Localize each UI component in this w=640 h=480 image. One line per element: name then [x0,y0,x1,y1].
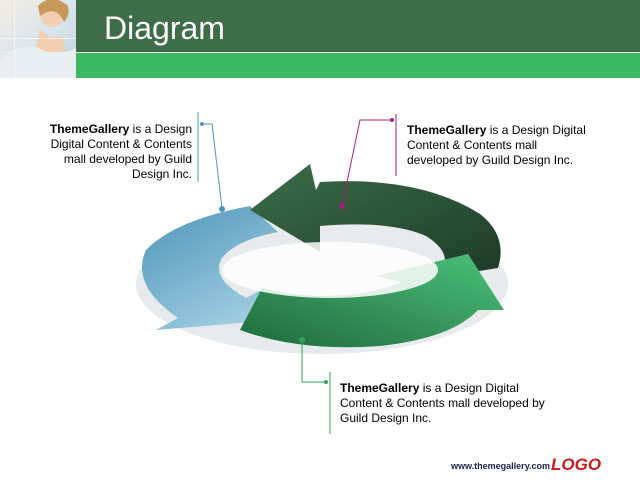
footer-logo: LOGO [551,455,602,474]
connector-right [339,114,397,209]
slide-header: Diagram [0,0,640,78]
title-bar [76,0,640,53]
callout-brand: ThemeGallery [49,122,130,136]
callout-bottom: ThemeGallery is a Design Digital Content… [340,381,550,426]
callout-left: ThemeGallery is a Design Digital Content… [40,122,192,182]
cycle-arrow-blue [142,206,278,330]
header-accent-bar [76,53,640,78]
slide-title: Diagram [104,10,225,46]
callout-text: is a Design Digital Content & Contents m… [340,381,545,425]
footer-url[interactable]: www.themegallery.com [451,461,551,471]
connector-bottom [299,337,331,434]
cycle-arrow-dark-green [250,164,501,278]
ring-center [222,242,438,298]
connector-left [197,112,225,212]
callout-right: ThemeGallery is a Design Digital Content… [407,123,587,168]
callout-text: is a Design Digital Content & Contents m… [50,122,192,181]
cycle-diagram [136,112,508,434]
cycle-arrow-green [240,254,504,348]
callout-text: is a Design Digital Content & Contents m… [407,123,586,167]
header-divider [0,52,640,53]
callout-brand: ThemeGallery [407,123,487,137]
header-photo [0,0,76,78]
callout-brand: ThemeGallery [340,381,420,395]
